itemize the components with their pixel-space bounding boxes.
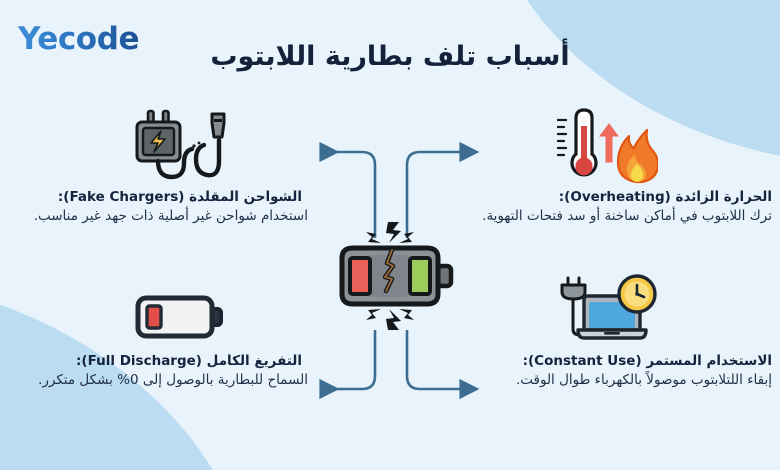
item-fake-chargers: الشواحن المقلدة (Fake Chargers): استخدام… — [12, 188, 308, 227]
corner-blob-top-right-cutout — [616, 0, 780, 5]
item-full-discharge: التفريغ الكامل (Full Discharge): السماح … — [12, 352, 308, 391]
item-full-discharge-heading: التفريغ الكامل (Full Discharge): — [76, 353, 302, 369]
item-overheating-body: ترك اللابتوب في أماكن ساخنة أو سد فتحات … — [482, 208, 772, 225]
item-constant-use: الاستخدام المستمر (Constant Use): إبقاء … — [462, 352, 772, 391]
item-constant-use-heading: الاستخدام المستمر (Constant Use): — [522, 353, 772, 369]
item-full-discharge-body: السماح للبطارية بالوصول إلى 0% بشكل متكر… — [38, 372, 308, 389]
item-fake-chargers-heading: الشواحن المقلدة (Fake Chargers): — [57, 189, 302, 205]
laptop-clock-plug-icon — [548, 274, 662, 348]
empty-battery-icon — [132, 292, 232, 346]
item-overheating: الحرارة الزائدة (Overheating): ترك اللاب… — [476, 188, 772, 227]
cracked-battery-icon — [322, 214, 458, 342]
item-constant-use-body: إبقاء اللتلابتوب موصولاً بالكهرباء طوال … — [515, 372, 772, 389]
item-fake-chargers-body: استخدام شواحن غير أصلية ذات جهد غير مناس… — [33, 208, 308, 225]
item-overheating-heading: الحرارة الزائدة (Overheating): — [558, 189, 772, 205]
brand-logo: Yecode — [18, 21, 140, 57]
corner-blob-bottom-left-cutout — [0, 460, 119, 470]
thermometer-flame-icon — [552, 104, 660, 190]
fake-charger-icon — [126, 108, 230, 186]
